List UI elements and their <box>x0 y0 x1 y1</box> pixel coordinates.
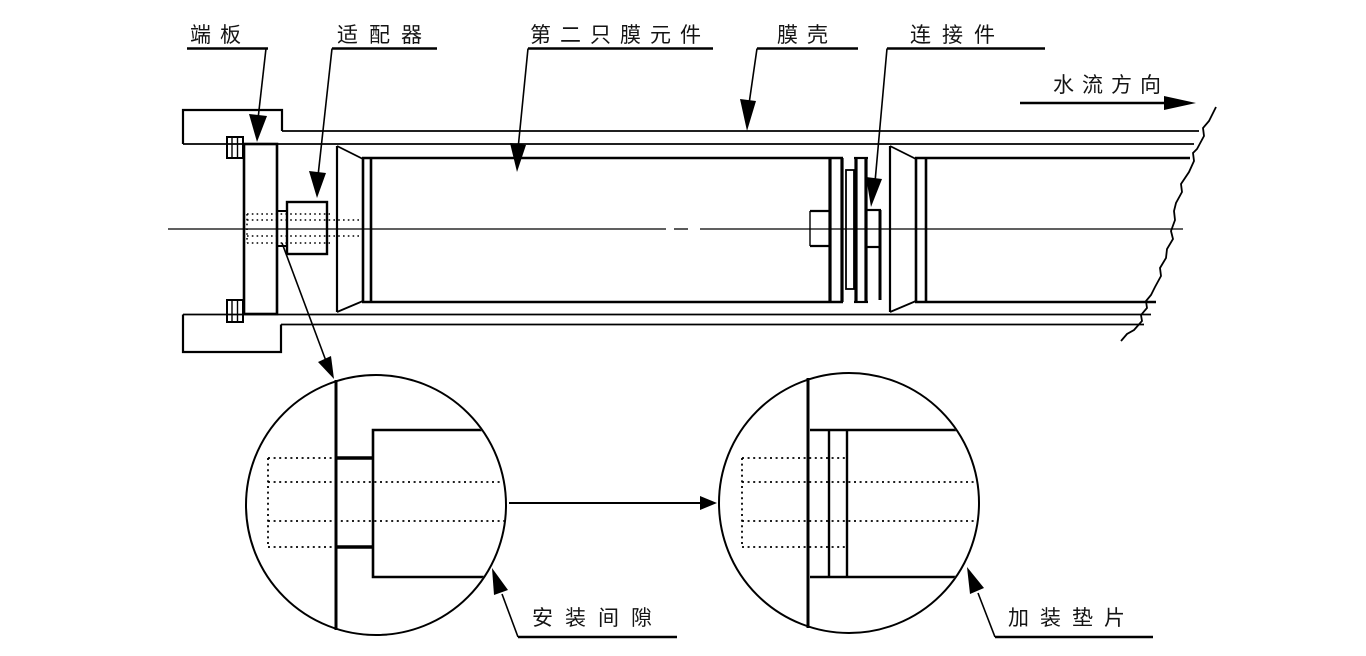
second-membrane-element-arrowhead <box>510 143 526 172</box>
callout-end-plate: 端板 <box>187 23 268 142</box>
detail-left-adapter-body <box>371 428 505 579</box>
end-flange-bottom <box>181 314 283 354</box>
adapter-part <box>285 200 329 256</box>
detail-circle-installation-gap <box>245 374 507 636</box>
label-added-shim-leader <box>977 592 996 638</box>
membrane-element-next <box>888 145 1190 313</box>
detail-link-arrowhead <box>700 496 717 510</box>
detail-circle-right-outline <box>718 372 980 634</box>
detail-link-arrow <box>509 496 717 510</box>
label-added-shim: 加装垫片 <box>1008 606 1136 630</box>
detail-circle-added-shim <box>718 372 980 634</box>
label-second-membrane-element-leader <box>517 48 529 150</box>
end-plate-arrowhead <box>249 114 267 142</box>
callout-connector: 连接件 <box>866 23 1045 207</box>
label-installation-gap: 安装间隙 <box>532 606 664 630</box>
pressure-vessel-assembly <box>168 106 1217 354</box>
callout-added-shim: 加装垫片 <box>967 567 1153 639</box>
flow-arrowhead <box>1164 96 1196 110</box>
detail-view-leader <box>281 242 334 379</box>
label-installation-gap-leader <box>501 593 519 638</box>
membrane-element-2 <box>335 145 843 313</box>
connector-arrowhead <box>866 177 882 207</box>
label-membrane-vessel-leader <box>748 48 758 105</box>
label-end-plate-leader <box>257 48 267 120</box>
label-membrane-vessel: 膜壳 <box>777 23 837 47</box>
label-adapter: 适配器 <box>337 23 433 47</box>
callout-adapter: 适配器 <box>309 23 437 198</box>
label-second-membrane-element: 第二只膜元件 <box>530 23 710 47</box>
label-adapter-leader <box>317 48 333 177</box>
membrane-vessel-arrowhead <box>740 99 756 131</box>
retaining-clamp-bottom <box>226 299 244 323</box>
label-flow-direction: 水流方向 <box>1053 73 1169 97</box>
callout-installation-gap: 安装间隙 <box>492 568 677 639</box>
callout-membrane-vessel: 膜壳 <box>740 23 858 131</box>
flow-direction: 水流方向 <box>1020 73 1196 110</box>
label-connector-leader <box>874 48 888 183</box>
retaining-clamp-top <box>226 136 244 159</box>
callout-second-membrane-element: 第二只膜元件 <box>510 23 713 172</box>
label-end-plate: 端板 <box>190 23 250 47</box>
break-line <box>1120 106 1217 342</box>
detail-view-arrowhead <box>318 356 334 379</box>
installation-gap-arrowhead <box>492 568 508 595</box>
end-flange-top <box>181 108 284 144</box>
adapter-arrowhead <box>309 171 326 198</box>
label-connector: 连接件 <box>910 23 1006 47</box>
added-shim-arrowhead <box>967 567 984 594</box>
detail-circle-left-outline <box>245 374 507 636</box>
